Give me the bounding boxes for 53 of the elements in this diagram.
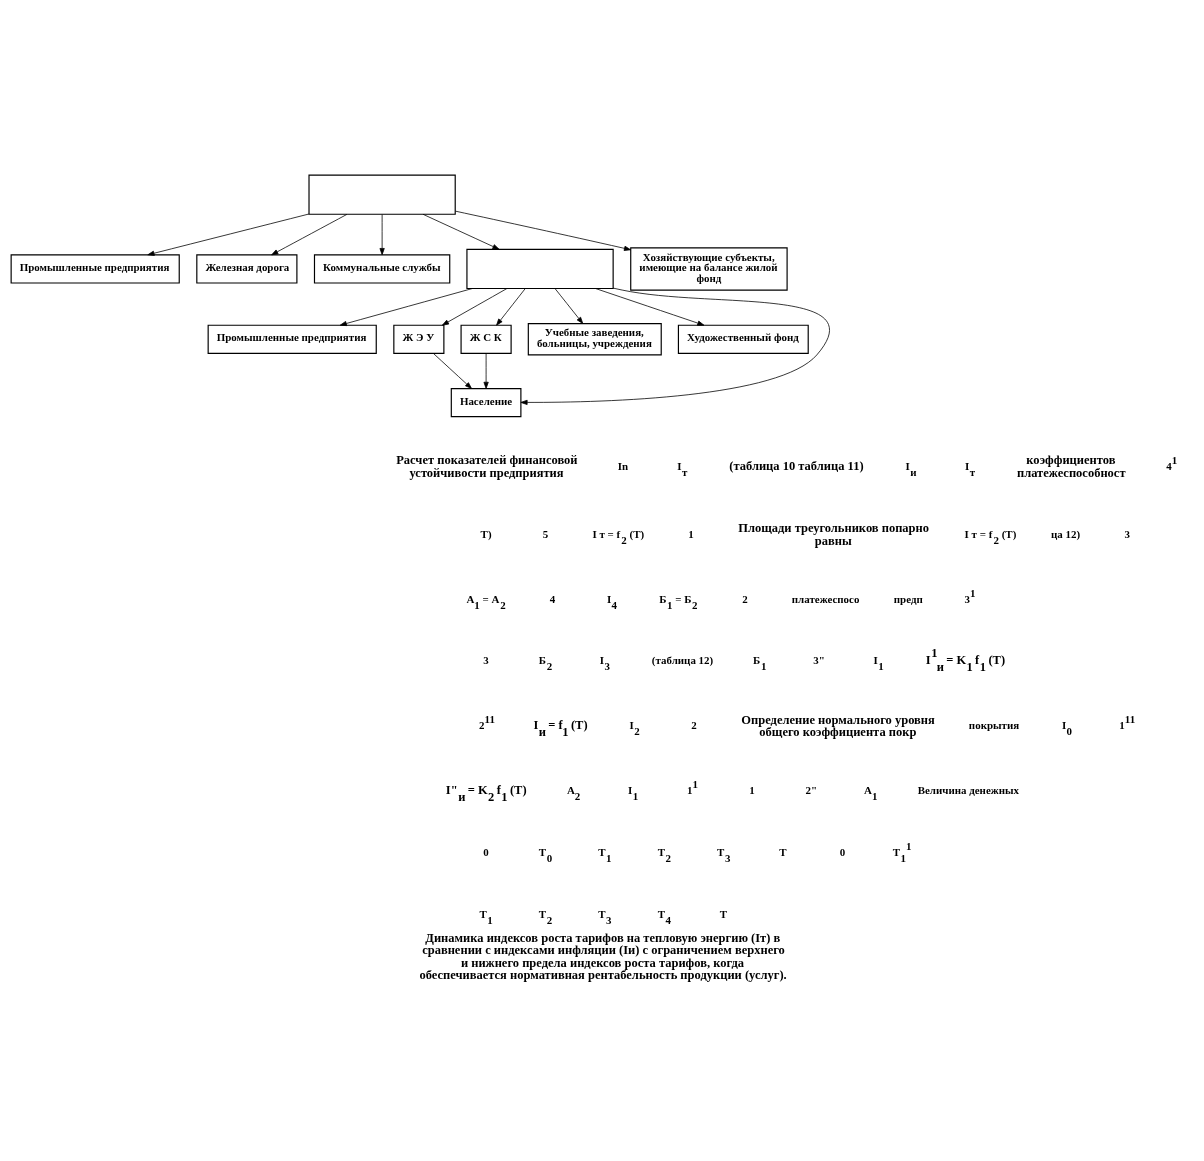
label: 1 [688, 527, 694, 540]
node-box: Промышленные предприятия [207, 324, 377, 354]
label: 5 [542, 527, 549, 540]
label: Расчет показателей финансовой устойчивости предприятия [396, 453, 578, 480]
caption: Динамика индексов роста тарифов на тепловую энергию (Iт) в сравнении с индексами инфляции (Iи) с ограничением верхнего и нижнего предела индексов роста тарифов, когда обеспечивается нормативная рентабельность продукции (услуг). [419, 930, 787, 983]
label: Определение нормального уровня общего коэффициента покр [741, 712, 935, 740]
label: T [779, 845, 787, 858]
label: Площади треугольников попарно равны [738, 521, 930, 548]
arrow [595, 288, 705, 326]
arrow [339, 288, 473, 327]
arrow [455, 210, 632, 251]
node-box: Ж С К [460, 324, 512, 354]
arrow [554, 288, 584, 324]
node-box: Ж Э У [393, 324, 445, 354]
arrow [271, 214, 348, 256]
node-box: Железная дорога [196, 254, 298, 284]
node-box: Население [450, 387, 522, 418]
arrow [441, 288, 508, 326]
node-box: Коммунальные службы [313, 254, 451, 284]
label: 2 [742, 592, 748, 605]
label: In [617, 459, 629, 472]
arrow [422, 213, 500, 250]
arrow [379, 214, 385, 256]
label: 0 [483, 845, 489, 858]
label: 3" [813, 654, 825, 667]
label: 3 [1124, 527, 1130, 540]
label: (таблица 12) [651, 654, 714, 667]
arrow [433, 353, 472, 389]
label: покрытия [968, 719, 1020, 732]
label: коэффициентов платежеспособност [1016, 453, 1126, 480]
node-box [308, 174, 456, 215]
arrow [147, 213, 310, 256]
label: (таблица 10 таблица 11) [729, 458, 864, 473]
label: T [719, 907, 728, 920]
label: 0 [839, 845, 846, 858]
label: 2" [805, 784, 818, 797]
label: предп [893, 592, 923, 605]
node-box: Промышленные предприятия [10, 254, 180, 284]
label: 3 [483, 654, 489, 667]
node-box: Художественный фонд [677, 324, 809, 354]
arrow [520, 287, 830, 405]
node-box: Хозяйствующие субъекты, имеющие на балансе жилой фонд [630, 247, 788, 291]
label: 2 [691, 719, 697, 732]
label: T) [480, 527, 492, 540]
label: ца 12) [1050, 527, 1081, 540]
label: 1 [749, 784, 755, 797]
label: 4 [549, 592, 556, 605]
label: платежеспосо [791, 592, 860, 605]
label: Величина денежных [917, 784, 1020, 797]
arrow [496, 288, 526, 326]
arrow [483, 353, 489, 389]
node-box [466, 248, 614, 290]
node-box: Учебные заведения, больницы, учреждения [527, 323, 662, 356]
